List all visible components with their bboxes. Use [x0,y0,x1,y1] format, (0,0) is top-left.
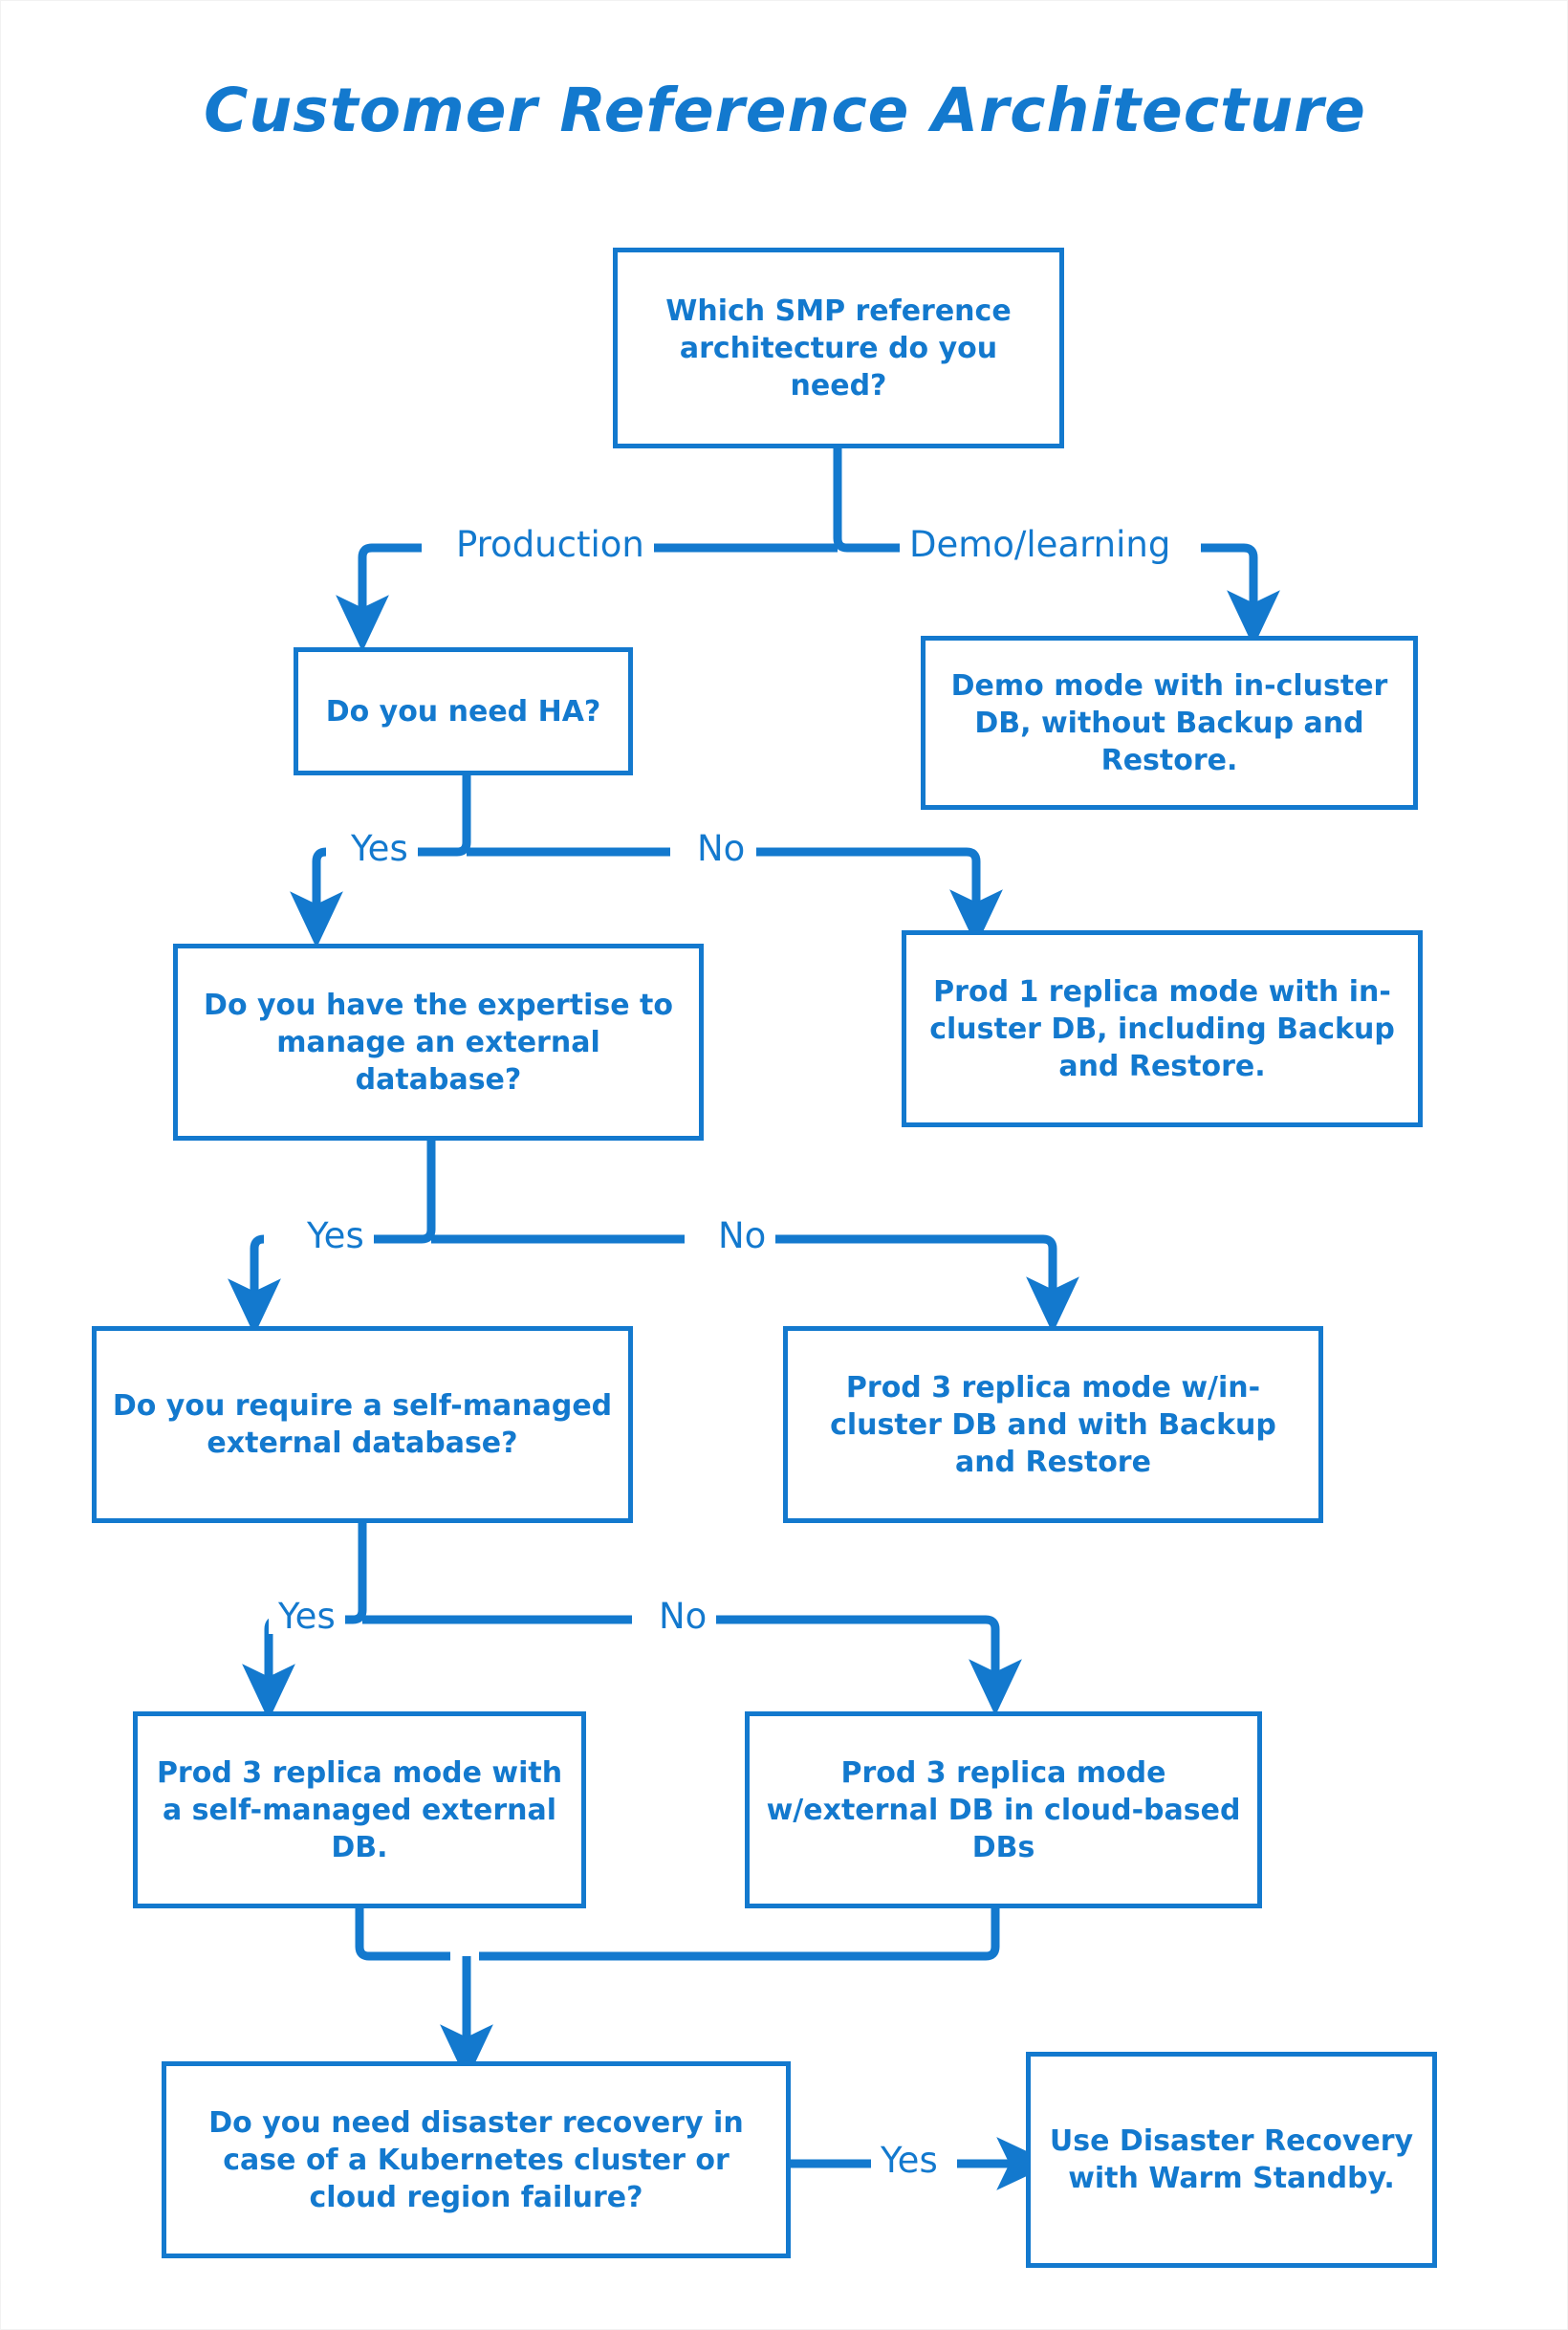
edge-label-production-text: Production [456,524,644,565]
wire-ha-yes-down [290,847,343,948]
wire-expertise-stem [383,1141,436,1244]
edge-label-self-managed-yes-text: Yes [278,1596,336,1637]
edge-label-dr-yes: Yes [871,2143,947,2178]
edge-label-ha-yes-text: Yes [351,828,408,869]
node-self-managed-question[interactable]: Do you require a self-managed external d… [92,1326,633,1523]
node-prod3-incluster[interactable]: Prod 3 replica mode w/in-cluster DB and … [783,1326,1323,1523]
edge-label-demo-learning: Demo/learning [900,524,1181,565]
node-demo-mode-label: Demo mode with in-cluster DB, without Ba… [950,668,1388,777]
node-ha-question-label: Do you need HA? [325,694,601,729]
edge-label-expertise-yes: Yes [297,1218,374,1253]
node-prod3-cloud-label: Prod 3 replica mode w/external DB in clo… [766,1755,1241,1864]
edge-label-ha-no: No [687,828,755,869]
edge-label-production: Production [446,527,654,562]
node-prod1-replica-label: Prod 1 replica mode with in-cluster DB, … [929,974,1395,1083]
node-root-question-label: Which SMP reference architecture do you … [665,294,1012,403]
wire-prod3self-merge [355,1908,450,1961]
edge-label-dr-yes-text: Yes [881,2140,938,2181]
edge-label-expertise-yes-text: Yes [307,1215,364,1256]
page-title: Customer Reference Architecture [204,76,1366,145]
edge-label-self-managed-no: No [649,1596,717,1637]
node-warm-standby[interactable]: Use Disaster Recovery with Warm Standby. [1026,2052,1437,2268]
wire-prod3cloud-merge [479,1908,1000,1961]
wire-ha-stem [422,775,471,857]
node-root-question[interactable]: Which SMP reference architecture do you … [613,248,1064,448]
node-dr-question-label: Do you need disaster recovery in case of… [208,2105,744,2214]
node-prod1-replica[interactable]: Prod 1 replica mode with in-cluster DB, … [902,930,1423,1127]
node-expertise-question[interactable]: Do you have the expertise to manage an e… [173,944,704,1141]
node-ha-question[interactable]: Do you need HA? [294,647,633,775]
wire-production-down [336,543,389,652]
wire-demo-down [1201,543,1280,647]
node-prod3-self-managed-label: Prod 3 replica mode with a self-managed … [156,1755,563,1864]
edge-label-self-managed-no-text: No [659,1596,708,1637]
node-prod3-incluster-label: Prod 3 replica mode w/in-cluster DB and … [830,1370,1276,1479]
node-self-managed-question-label: Do you require a self-managed external d… [112,1389,613,1460]
wire-ha-no-down [756,847,1003,947]
edge-label-self-managed-yes: Yes [269,1599,345,1634]
node-prod3-cloud[interactable]: Prod 3 replica mode w/external DB in clo… [745,1711,1262,1908]
edge-label-demo-learning-text: Demo/learning [909,524,1171,565]
node-prod3-self-managed[interactable]: Prod 3 replica mode with a self-managed … [133,1711,586,1908]
node-dr-question[interactable]: Do you need disaster recovery in case of… [162,2061,791,2258]
wire-expertise-no-down [775,1234,1079,1334]
edge-label-expertise-no: No [708,1215,776,1256]
edge-label-ha-yes: Yes [341,831,418,866]
edge-label-expertise-no-text: No [718,1215,767,1256]
node-demo-mode[interactable]: Demo mode with in-cluster DB, without Ba… [921,636,1418,810]
wire-selfmanaged-no-down [713,1615,1022,1716]
node-expertise-question-label: Do you have the expertise to manage an e… [204,988,673,1097]
wire-root-stem [833,447,885,553]
wire-expertise-yes-down [228,1234,281,1336]
node-warm-standby-label: Use Disaster Recovery with Warm Standby. [1049,2124,1414,2195]
edge-label-ha-no-text: No [697,828,746,869]
